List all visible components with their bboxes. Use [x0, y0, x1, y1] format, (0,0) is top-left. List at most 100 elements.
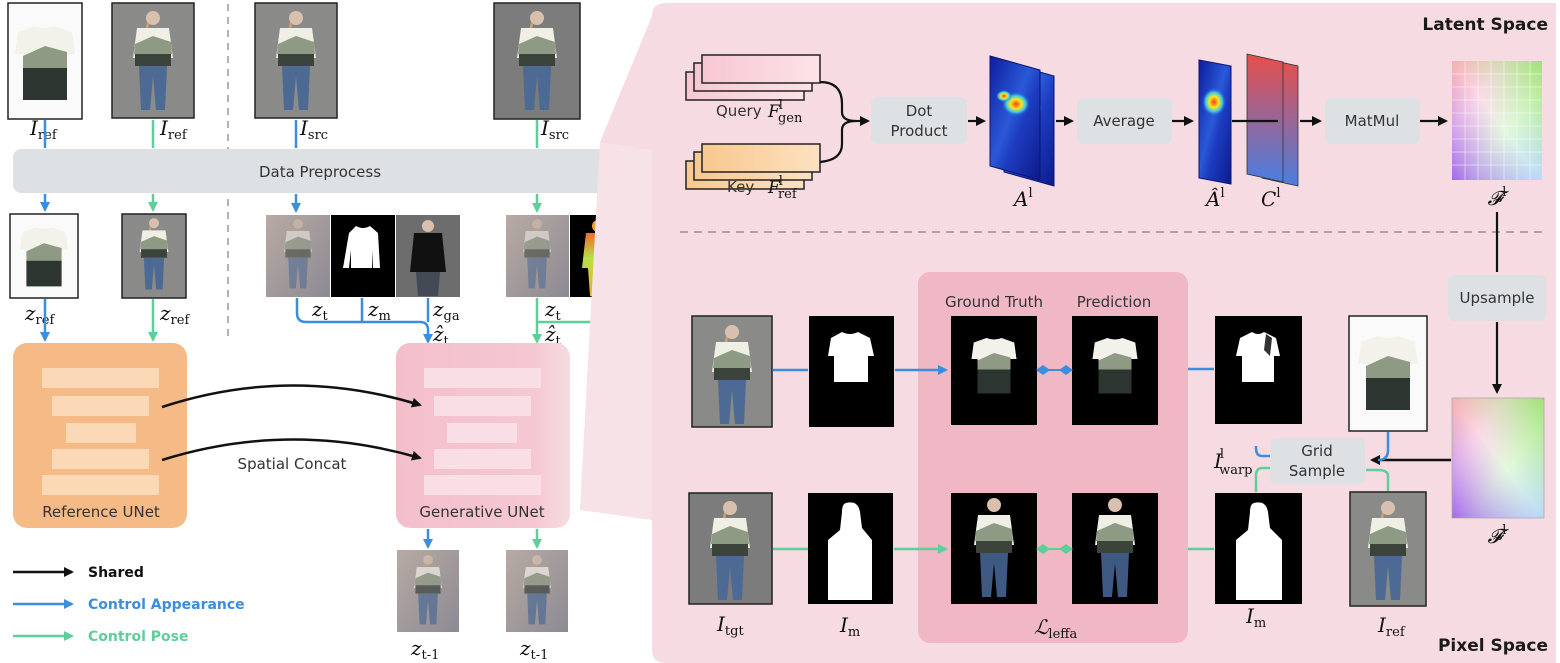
- z-ref-garment-image: [9, 213, 79, 299]
- svg-text:Dot: Dot: [906, 102, 933, 120]
- svg-text:zm: zm: [367, 297, 391, 324]
- z-t-noisy-image: [266, 215, 330, 297]
- svg-text:Data Preprocess: Data Preprocess: [259, 163, 381, 181]
- upsample-box: Upsample: [1448, 275, 1546, 321]
- ground-truth-person: [951, 493, 1037, 604]
- z-t-1-image-2: [506, 550, 568, 632]
- svg-text:Cl: Cl: [1261, 186, 1280, 211]
- z-ga-image: [396, 215, 460, 297]
- svg-text:ℒleffa: ℒleffa: [1034, 615, 1077, 642]
- loss-connector-bottom: [1036, 544, 1073, 554]
- pixel-space-heading: Pixel Space: [1438, 636, 1548, 656]
- svg-text:Product: Product: [891, 122, 948, 140]
- label-A-l: Al: [1012, 186, 1033, 211]
- ref-garment-image-1: [7, 2, 83, 120]
- svg-text:Iref: Iref: [1377, 613, 1406, 640]
- label-z-ref-1: zref: [24, 301, 55, 328]
- label-z-m: zm: [367, 297, 391, 324]
- coordinate-map-stack: [1246, 53, 1299, 187]
- svg-text:Isrc: Isrc: [299, 116, 328, 143]
- svg-text:MatMul: MatMul: [1345, 112, 1400, 130]
- svg-text:Iref: Iref: [159, 116, 188, 143]
- label-i-ref-1: Iref: [29, 116, 58, 143]
- svg-text:zt: zt: [311, 297, 329, 324]
- i-tgt-person-image-bottom: [688, 492, 773, 605]
- arrow-shared-top: [161, 384, 422, 409]
- label-z-ga: zga: [432, 297, 460, 324]
- prediction-heading: Prediction: [1077, 293, 1152, 311]
- svg-text:Reference UNet: Reference UNet: [42, 503, 160, 521]
- averaged-attention-map: [1198, 59, 1232, 185]
- label-Ahat-l: Âl: [1204, 186, 1225, 211]
- label-z-ref-2: zref: [159, 301, 190, 328]
- label-I-m-right: Im: [1245, 604, 1266, 631]
- latent-space-heading: Latent Space: [1422, 15, 1548, 35]
- svg-text:Iref: Iref: [29, 116, 58, 143]
- line-ref-person-to-grid: [1366, 468, 1390, 491]
- svg-text:zga: zga: [432, 297, 460, 324]
- svg-text:Key: Key: [727, 178, 754, 196]
- svg-text:ẑt: ẑt: [432, 322, 450, 349]
- label-z-tm1-1: zt-1: [410, 636, 439, 663]
- svg-text:Al: Al: [1012, 186, 1033, 211]
- svg-text:Im: Im: [1245, 604, 1266, 631]
- ref-person-image-2: [111, 2, 195, 119]
- label-z-t-1: zt: [311, 297, 329, 324]
- data-preprocess-box: Data Preprocess: [13, 149, 626, 193]
- prediction-person: [1072, 493, 1158, 604]
- line-grid-to-warp-appearance: [1254, 446, 1270, 458]
- src-person-image-1: [254, 2, 338, 119]
- svg-text:zref: zref: [159, 301, 190, 328]
- label-z-t-2: zt: [544, 297, 562, 324]
- legend-pose-label: Control Pose: [88, 629, 188, 645]
- label-L-leffa: ℒleffa: [1034, 615, 1077, 642]
- loss-connector-top: [1036, 365, 1073, 375]
- label-I-tgt: Itgt: [716, 612, 744, 639]
- svg-text:Im: Im: [839, 613, 860, 640]
- attention-map-stack: [989, 55, 1055, 187]
- ground-truth-heading: Ground Truth: [945, 293, 1043, 311]
- label-i-ref-2: Iref: [159, 116, 188, 143]
- label-I-ref-right: Iref: [1377, 613, 1406, 640]
- svg-text:zt-1: zt-1: [410, 636, 439, 663]
- svg-text:Upsample: Upsample: [1459, 289, 1534, 307]
- grid-sample-box: Grid Sample: [1270, 438, 1365, 484]
- label-zhat-t-2: ẑt: [544, 322, 562, 349]
- person-mask-bottom: [808, 493, 893, 604]
- svg-text:Sample: Sample: [1289, 462, 1345, 480]
- label-I-m-left: Im: [839, 613, 860, 640]
- label-i-src-2: Isrc: [540, 116, 569, 143]
- label-zhat-t-1: ẑt: [432, 322, 450, 349]
- prediction-garment: [1072, 316, 1158, 425]
- i-tgt-person-image-top: [691, 315, 773, 428]
- reference-unet-block: Reference UNet: [13, 343, 187, 528]
- average-box: Average: [1077, 98, 1172, 144]
- generative-unet-block: Generative UNet: [396, 343, 570, 528]
- query-feature-stack: [685, 54, 821, 101]
- svg-text:Query: Query: [716, 102, 762, 120]
- z-ref-person-image: [121, 213, 187, 299]
- svg-text:ẑt: ẑt: [544, 322, 562, 349]
- z-m-mask-image: [331, 215, 395, 297]
- svg-text:zt: zt: [544, 297, 562, 324]
- z-t-noisy-image-2: [506, 215, 569, 297]
- z-t-1-image-1: [397, 550, 459, 632]
- leffa-connector: [580, 142, 652, 520]
- src-person-image-2: [493, 2, 581, 120]
- svg-text:Itgt: Itgt: [716, 612, 744, 639]
- label-C-l: Cl: [1261, 186, 1280, 211]
- warped-person-bottom: [1215, 493, 1302, 604]
- pixel-flow-field: [1451, 397, 1545, 519]
- svg-text:Generative UNet: Generative UNet: [419, 503, 544, 521]
- svg-text:zt-1: zt-1: [519, 636, 548, 663]
- latent-flow-grid: [1452, 61, 1542, 180]
- svg-text:zref: zref: [24, 301, 55, 328]
- line-grid-to-warp-pose: [1254, 466, 1270, 492]
- i-ref-garment-image-right: [1348, 315, 1428, 432]
- label-z-tm1-2: zt-1: [519, 636, 548, 663]
